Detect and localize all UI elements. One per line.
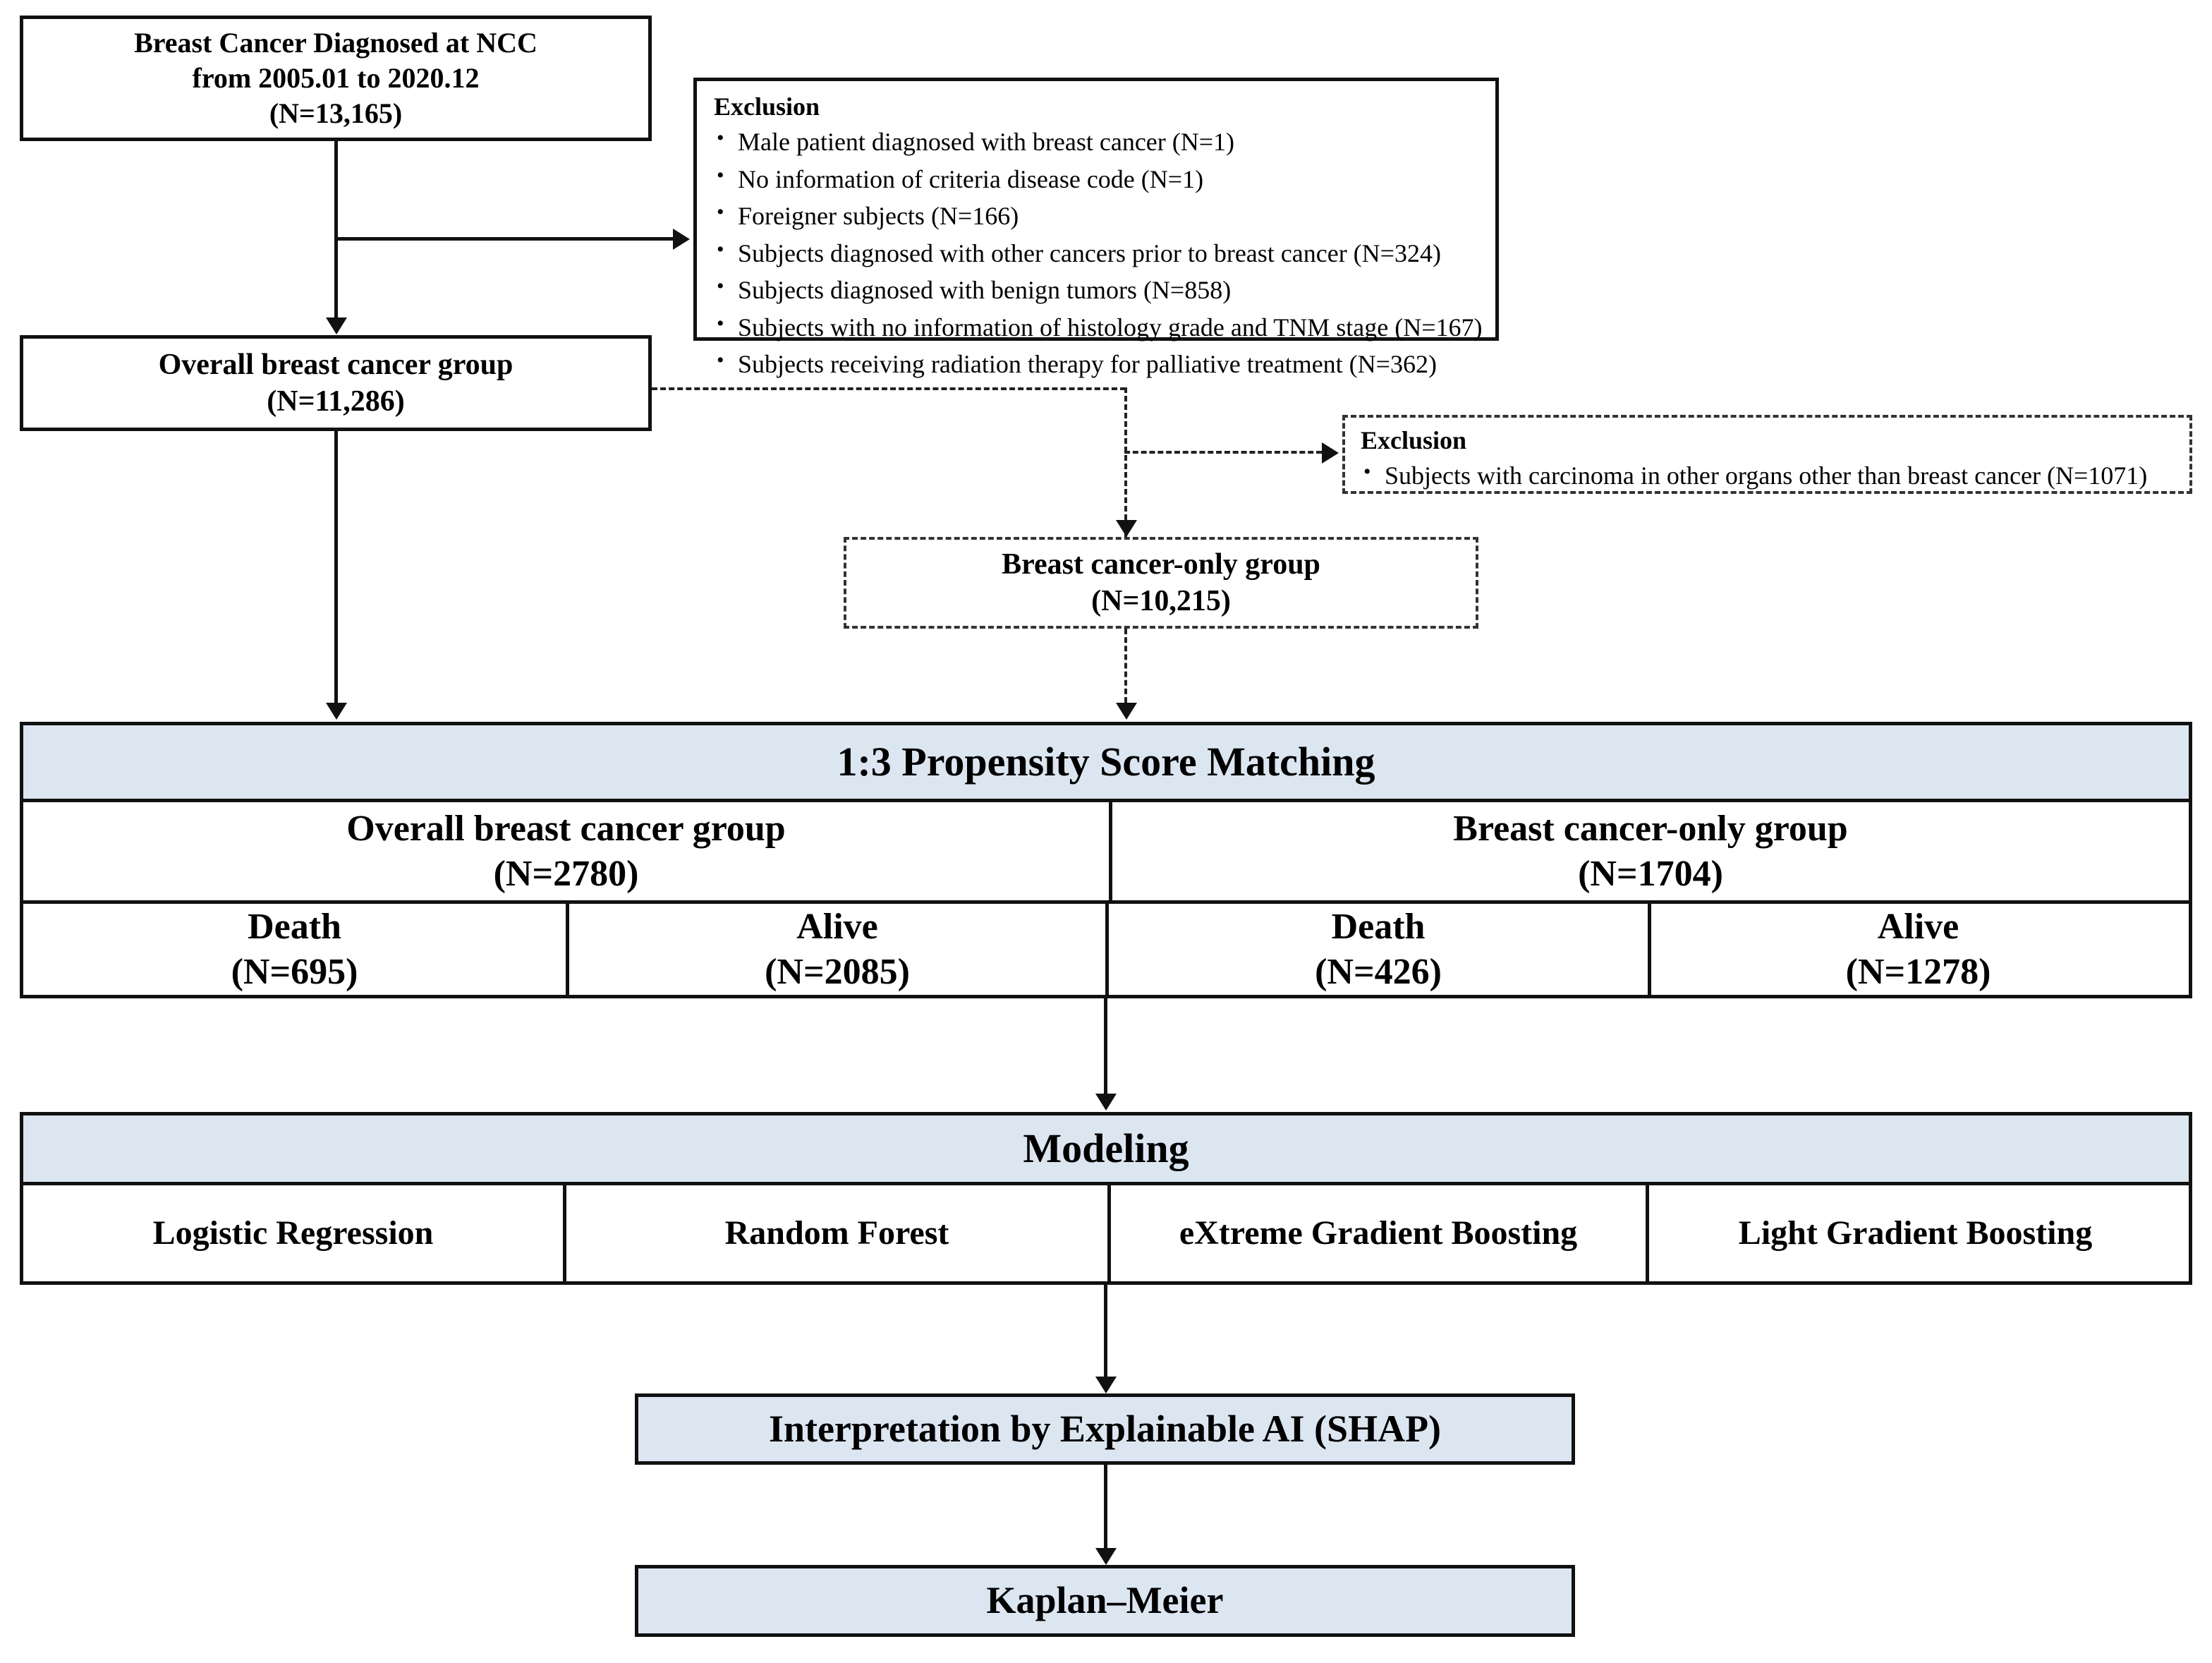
psm-group-cell: Breast cancer-only group (N=1704): [1109, 802, 2189, 900]
node-kaplan-meier: Kaplan–Meier: [635, 1565, 1575, 1637]
node-exclusion-primary: Exclusion Male patient diagnosed with br…: [693, 78, 1499, 378]
dashed-overall-right: [652, 387, 1126, 390]
modeling-band-row: Modeling: [23, 1115, 2189, 1182]
exclusion1-item: Male patient diagnosed with breast cance…: [714, 124, 1482, 159]
exclusion2-list: Subjects with carcinoma in other organs …: [1361, 458, 2147, 497]
psm-outcome-count: (N=1278): [1845, 951, 1991, 992]
exclusion2-heading: Exclusion: [1361, 426, 1467, 454]
arrow-down-to-survival: [1095, 1548, 1117, 1565]
psm-outcome-count: (N=2085): [765, 951, 910, 992]
arrow-down-to-overall: [326, 318, 347, 334]
dashed-to-exclusion2: [1124, 451, 1322, 454]
psm-group-row: Overall breast cancer group (N=2780) Bre…: [23, 799, 2189, 900]
psm-outcome-cell: Alive (N=2085): [566, 904, 1105, 995]
psm-outcome-label: Alive: [1877, 907, 1959, 948]
table-propensity-score-matching: 1:3 Propensity Score Matching Overall br…: [20, 722, 2192, 998]
psm-outcome-label: Death: [1331, 907, 1426, 948]
psm-outcome-count: (N=426): [1315, 951, 1442, 992]
modeling-model-cell: Logistic Regression: [152, 1214, 434, 1252]
arrow-down-to-interpretation: [1095, 1377, 1117, 1393]
source-cohort-line1: Breast Cancer Diagnosed at NCC: [134, 27, 537, 59]
exclusion1-item: Foreigner subjects (N=166): [714, 198, 1482, 234]
node-overall-breast-cancer-group: Overall breast cancer group (N=11,286): [20, 335, 652, 431]
psm-group-name: Breast cancer-only group: [1453, 809, 1848, 849]
exclusion1-item: Subjects receiving radiation therapy for…: [714, 346, 1482, 382]
survival-label: Kaplan–Meier: [986, 1579, 1224, 1622]
psm-outcome-label: Alive: [796, 907, 878, 948]
modeling-model-cell: eXtreme Gradient Boosting: [1107, 1185, 1646, 1281]
exclusion1-item: No information of criteria disease code …: [714, 162, 1482, 197]
exclusion1-list: Male patient diagnosed with breast cance…: [714, 124, 1482, 385]
connector-modeling-to-interpretation: [1104, 1285, 1107, 1377]
connector-overall-to-exclusion1: [334, 237, 673, 241]
arrow-down-to-psm-left: [326, 703, 347, 720]
breast-only-group-name: Breast cancer-only group: [1002, 548, 1320, 581]
overall-group-name: Overall breast cancer group: [158, 348, 514, 381]
connector-cohort-to-overall: [334, 141, 338, 318]
connector-interpretation-to-survival: [1104, 1465, 1107, 1548]
exclusion2-item: Subjects with carcinoma in other organs …: [1361, 458, 2147, 493]
arrow-down-to-psm-right: [1116, 703, 1137, 720]
psm-group-count: (N=1704): [1578, 853, 1723, 894]
modeling-model-cell: Random Forest: [563, 1185, 1107, 1281]
arrow-right-to-exclusion1: [673, 229, 690, 250]
psm-outcome-count: (N=695): [231, 951, 358, 992]
breast-only-group-count: (N=10,215): [1091, 585, 1231, 617]
exclusion1-item: Subjects with no information of histolog…: [714, 310, 1482, 345]
exclusion1-item: Subjects diagnosed with benign tumors (N…: [714, 272, 1482, 308]
node-interpretation-shap: Interpretation by Explainable AI (SHAP): [635, 1393, 1575, 1465]
dashed-breast-only-to-psm: [1124, 629, 1127, 703]
arrow-down-to-modeling: [1095, 1094, 1117, 1111]
modeling-model-cell: Light Gradient Boosting: [1646, 1185, 2182, 1281]
modeling-band-label: Modeling: [23, 1115, 2189, 1182]
node-breast-cancer-only-group: Breast cancer-only group (N=10,215): [844, 537, 1478, 629]
connector-overall-to-psm: [334, 431, 338, 703]
table-modeling: Modeling Logistic Regression Random Fore…: [20, 1112, 2192, 1285]
arrow-down-to-breast-only: [1116, 520, 1137, 537]
psm-band-label: 1:3 Propensity Score Matching: [23, 725, 2189, 799]
node-source-cohort: Breast Cancer Diagnosed at NCC from 2005…: [20, 16, 652, 141]
exclusion1-item: Subjects diagnosed with other cancers pr…: [714, 236, 1482, 271]
modeling-models-row: Logistic Regression Random Forest eXtrem…: [23, 1182, 2189, 1281]
arrow-right-to-exclusion2: [1322, 442, 1339, 464]
overall-group-count: (N=11,286): [267, 385, 405, 418]
psm-group-cell: Overall breast cancer group (N=2780): [23, 802, 1109, 900]
psm-outcome-row: Death (N=695) Alive (N=2085) Death (N=42…: [23, 900, 2189, 995]
exclusion1-heading: Exclusion: [714, 92, 820, 121]
psm-outcome-cell: Alive (N=1278): [1648, 904, 2185, 995]
interpretation-label: Interpretation by Explainable AI (SHAP): [768, 1407, 1442, 1450]
psm-outcome-cell: Death (N=695): [23, 904, 566, 995]
source-cohort-count: (N=13,165): [269, 97, 403, 129]
node-exclusion-secondary: Exclusion Subjects with carcinoma in oth…: [1342, 415, 2192, 494]
connector-psm-to-modeling: [1104, 998, 1107, 1094]
psm-outcome-cell: Death (N=426): [1105, 904, 1648, 995]
dashed-drop-to-breast-only: [1124, 387, 1127, 537]
psm-group-count: (N=2780): [493, 853, 639, 894]
psm-band-row: 1:3 Propensity Score Matching: [23, 725, 2189, 799]
psm-outcome-label: Death: [248, 907, 341, 948]
psm-group-name: Overall breast cancer group: [346, 809, 786, 849]
source-cohort-line2: from 2005.01 to 2020.12: [192, 62, 480, 94]
